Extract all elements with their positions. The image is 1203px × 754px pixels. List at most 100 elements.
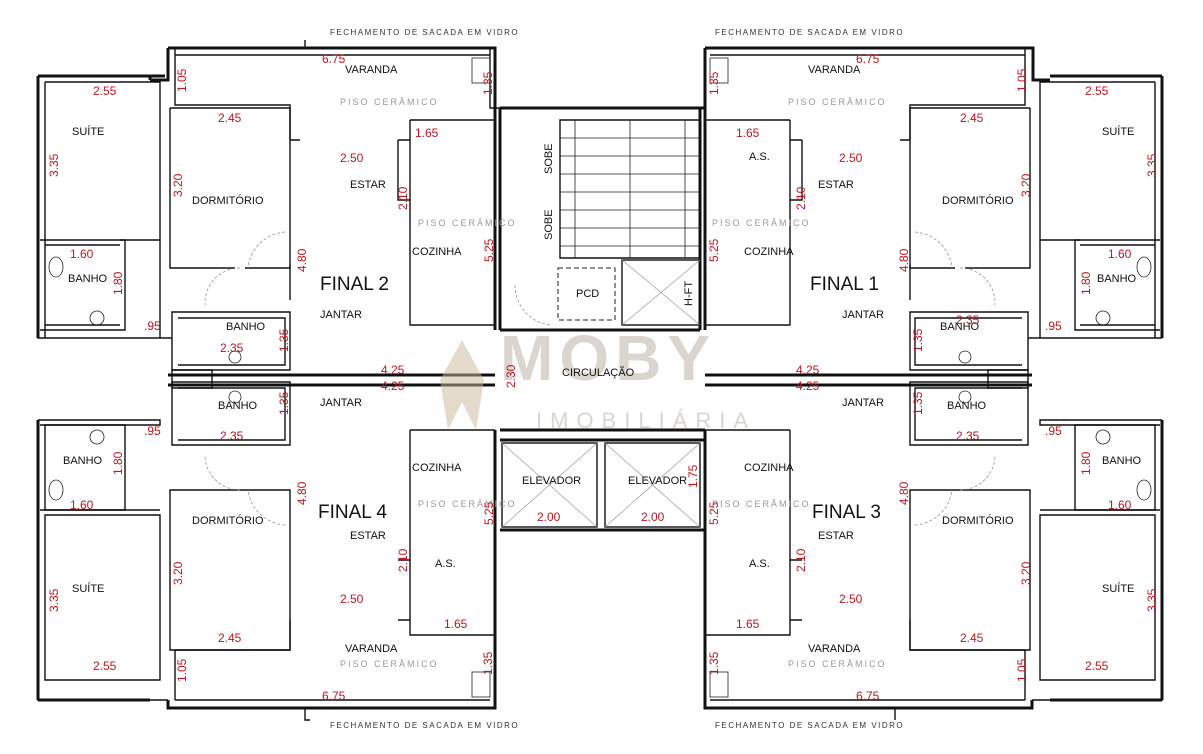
dim-label: 1.65 [444,617,468,631]
dim-label: 4.25 [381,363,405,377]
dim-label: 2.35 [956,429,980,443]
dim-label: 2.55 [1085,659,1109,673]
room-label: BANHO [1102,455,1142,467]
unit-title: FINAL 3 [812,502,881,523]
dim-label: 1.05 [175,68,189,92]
room-label: BANHO [947,400,987,412]
dim-label: 6.75 [322,689,346,703]
unit-final-1: FINAL 1 VARANDA SUÍTE DORMITÓRIO ESTAR J… [707,52,1159,377]
dim-label: 1.05 [1015,658,1029,682]
dim-label: 2.55 [93,659,117,673]
dim-label: 4.80 [897,248,911,272]
watermark-logo: MOBY IMOBILIÁRIA [440,322,748,433]
dim-elevator-depth: 1.75 [686,464,700,488]
unit-title: FINAL 2 [320,274,389,295]
room-label: VARANDA [808,64,861,76]
dim-label: 2.50 [340,592,364,606]
dim-label: 1.35 [481,651,495,675]
dim-label: 1.35 [707,71,721,95]
unit-final-3: FINAL 3 VARANDA SUÍTE DORMITÓRIO ESTAR J… [707,379,1159,703]
room-label: COZINHA [412,462,462,474]
door-swings [204,231,996,526]
dim-label: 5.25 [482,238,496,262]
floor-label: PISO CERÂMICO [340,97,439,107]
dim-label: 3.20 [1019,173,1033,197]
dim-label: 2.45 [218,111,242,125]
unit-title: FINAL 4 [318,502,387,523]
dim-label: 5.25 [707,501,721,525]
general-labels: FECHAMENTO DE SACADA EM VIDRO FECHAMENTO… [330,28,904,730]
shaft-label: H-FT [683,281,695,306]
dim-label: 1.80 [111,271,125,295]
dim-label: 1.80 [1079,451,1093,475]
stair-label: SOBE [543,143,555,174]
room-label: BANHO [226,321,266,333]
dim-label: 2.45 [218,631,242,645]
dim-label: 2.10 [794,186,808,210]
dim-label: 1.05 [1015,68,1029,92]
stair-label: SOBE [543,209,555,240]
dim-label: 1.60 [1108,247,1132,261]
balcony-note: FECHAMENTO DE SACADA EM VIDRO [330,721,519,730]
room-label: BANHO [1097,273,1137,285]
room-label: A.S. [435,558,456,570]
dim-label: 2.35 [220,429,244,443]
dim-label: 1.80 [111,451,125,475]
dim-label: 4.80 [295,248,309,272]
dim-label: 2.50 [839,151,863,165]
room-label: BANHO [63,455,103,467]
dim-label: 2.35 [956,313,980,327]
pcd-label: PCD [576,288,599,300]
dim-label: 6.75 [856,52,880,66]
watermark-brand: MOBY [500,322,716,394]
dim-label: 3.35 [47,153,61,177]
unit-final-2: FINAL 2 VARANDA SUÍTE DORMITÓRIO ESTAR J… [47,52,496,377]
dim-elevator: 2.00 [537,510,561,524]
balcony-note: FECHAMENTO DE SACADA EM VIDRO [715,721,904,730]
room-label: SUÍTE [1102,582,1134,595]
dim-label: 5.25 [482,501,496,525]
room-label: VARANDA [808,643,861,655]
dim-label: 1.65 [736,617,760,631]
dim-label: 4.25 [796,363,820,377]
balcony-note: FECHAMENTO DE SACADA EM VIDRO [715,28,904,37]
dim-label: 4.25 [381,379,405,393]
dim-label: 1.35 [911,391,925,415]
dim-label: 3.35 [1145,588,1159,612]
room-label: SUÍTE [72,582,104,595]
dim-label: 1.65 [736,126,760,140]
walls-right [703,46,1164,720]
dim-label: 3.20 [171,173,185,197]
dim-label: 2.55 [93,84,117,98]
dim-label: 2.50 [340,151,364,165]
room-label: DORMITÓRIO [942,194,1014,207]
room-label: SUÍTE [1102,125,1134,138]
room-label: A.S. [749,151,770,163]
room-label: DORMITÓRIO [192,194,264,207]
circulation-label: CIRCULAÇÃO [562,366,635,379]
walls-left [36,40,500,721]
dim-label: 5.25 [707,238,721,262]
floor-label: PISO CERÂMICO [712,218,811,228]
balcony-note: FECHAMENTO DE SACADA EM VIDRO [330,28,519,37]
dim-label: 2.50 [839,592,863,606]
unit-final-4: FINAL 4 VARANDA SUÍTE DORMITÓRIO ESTAR J… [47,379,496,703]
room-label: VARANDA [345,643,398,655]
dim-label: 1.35 [277,328,291,352]
dim-label: 2.45 [960,631,984,645]
floor-label: PISO CERÂMICO [712,499,811,509]
floor-label: PISO CERÂMICO [418,218,517,228]
dim-label: 4.80 [897,481,911,505]
room-label: ESTAR [818,530,854,542]
dim-label: 3.20 [1019,561,1033,585]
room-label: VARANDA [345,64,398,76]
dim-label: 1.80 [1079,271,1093,295]
room-label: ESTAR [350,530,386,542]
room-label: COZINHA [412,246,462,258]
floor-label: PISO CERÂMICO [418,499,517,509]
fixtures [48,57,1152,698]
room-label: BANHO [940,321,980,333]
room-label: DORMITÓRIO [192,514,264,527]
dim-label: 1.60 [1108,498,1132,512]
